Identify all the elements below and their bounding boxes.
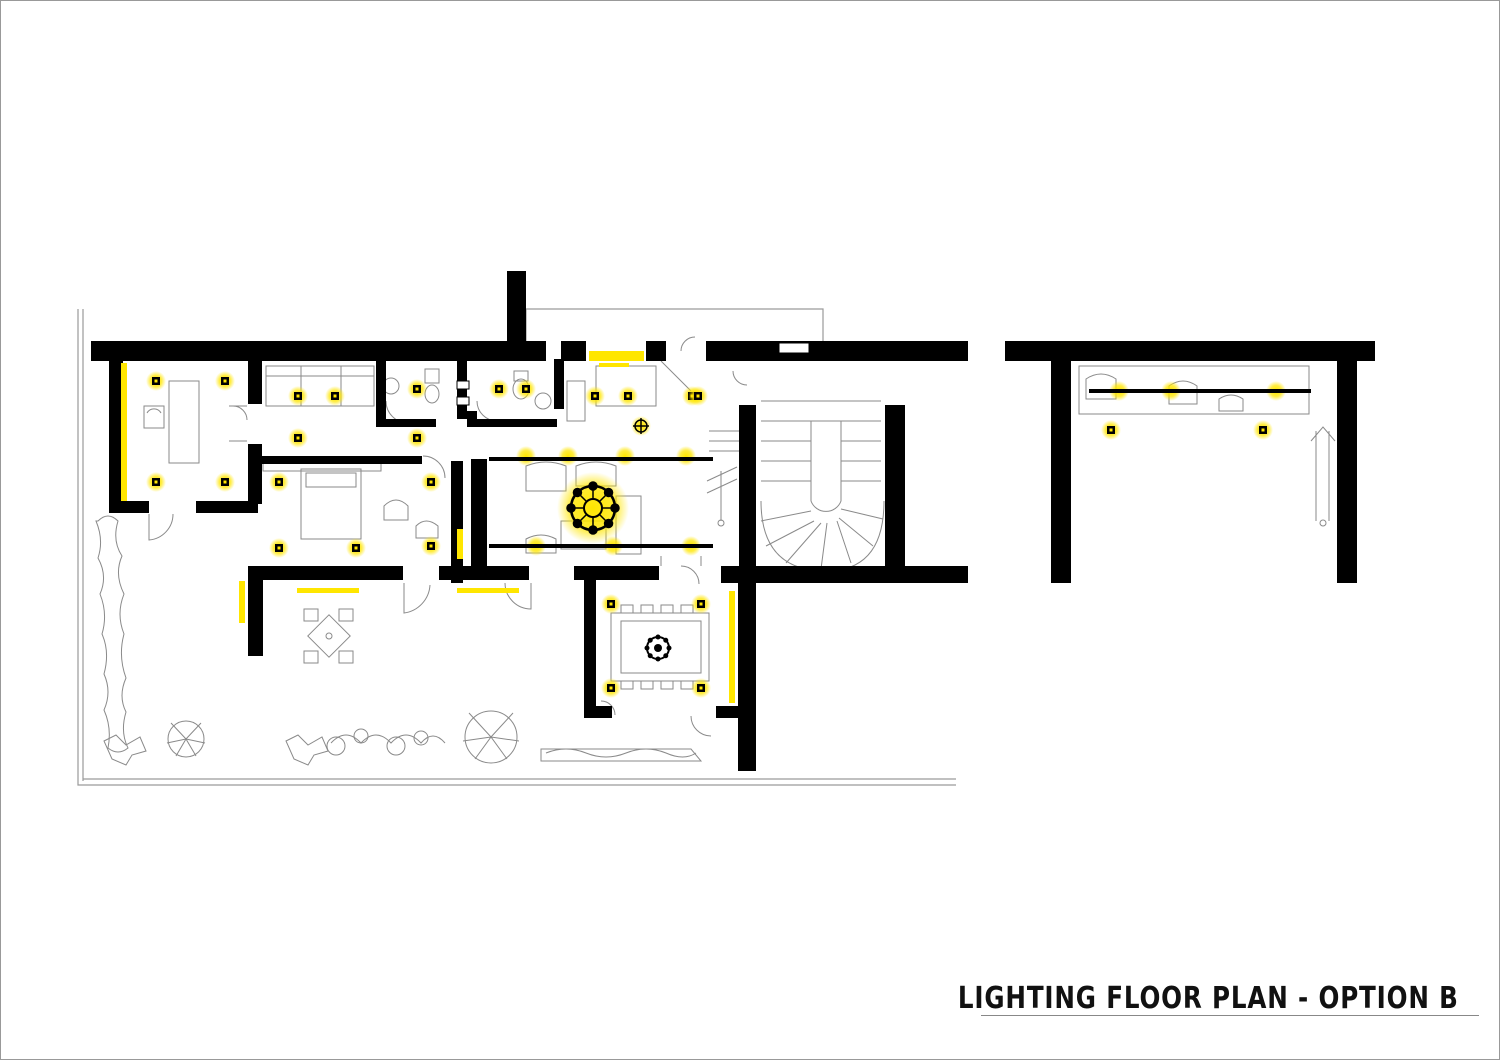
furniture-linework [95,336,1336,766]
recessed-downlight-icon [585,386,605,406]
recessed-downlight-icon [215,371,235,391]
title-block: LIGHTING FLOOR PLAN - OPTION B [958,979,1481,1019]
recessed-downlight-icon [407,428,427,448]
recessed-downlight-icon [489,379,509,399]
chandelier-icon [644,634,672,662]
recessed-downlight-icon [421,536,441,556]
recessed-downlight-icon [618,386,638,406]
wall-details [456,342,905,406]
plant-icon [103,734,329,766]
recessed-downlight-icon [1101,420,1121,440]
recessed-downlight-icon [421,472,441,492]
downlight-fixtures [146,371,1273,698]
linear-track-light-icon [489,381,1311,556]
recessed-downlight-icon [146,472,166,492]
plant-icon [166,720,206,758]
recessed-downlight-icon [691,678,711,698]
recessed-downlight-icon [215,472,235,492]
sheet-title: LIGHTING FLOOR PLAN - OPTION B [958,981,1459,1016]
recessed-downlight-icon [601,594,621,614]
recessed-downlight-icon [325,386,345,406]
chandelier-icon [557,472,629,544]
recessed-downlight-icon [288,428,308,448]
led-strip-icon [121,351,735,703]
recessed-downlight-icon [688,386,708,406]
recessed-downlight-icon [146,371,166,391]
recessed-downlight-icon [691,594,711,614]
recessed-downlight-icon [1253,420,1273,440]
recessed-downlight-icon [346,538,366,558]
recessed-downlight-icon [601,678,621,698]
walls [91,271,1375,771]
title-underline [981,1015,1479,1016]
plant-icon [462,710,520,764]
pendant-icon [631,416,651,436]
recessed-downlight-icon [288,386,308,406]
recessed-downlight-icon [269,538,289,558]
recessed-downlight-icon [516,379,536,399]
recessed-downlight-icon [269,472,289,492]
recessed-downlight-icon [407,379,427,399]
